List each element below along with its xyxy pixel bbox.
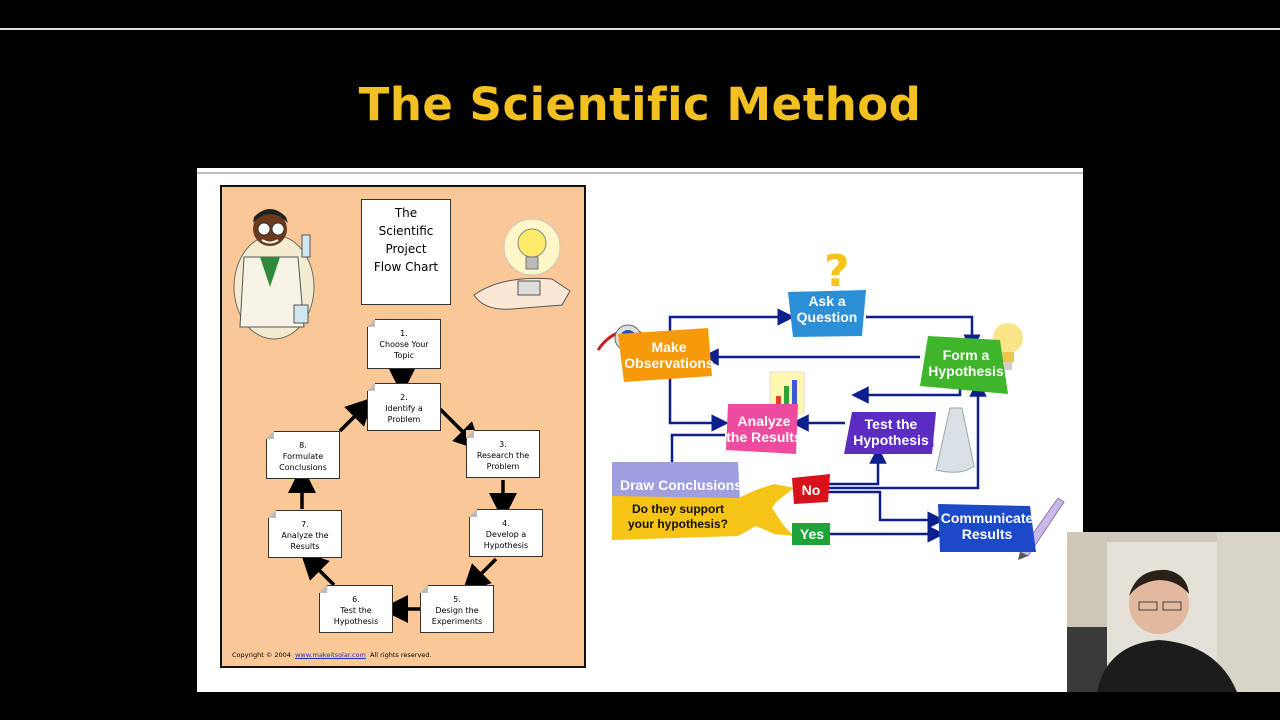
communicate-results-shape [938, 504, 1036, 552]
make-observations-text: Observations [624, 355, 714, 371]
make-observations-text: Make [651, 339, 687, 355]
form-hypothesis-shape [920, 336, 1008, 394]
draw-conclusions-label: Draw Conclusions [620, 477, 743, 493]
communicate-results-text: Results [961, 526, 1013, 542]
step-text: Research the [476, 451, 530, 460]
support-question-text: Do they support [632, 502, 724, 516]
step-text: Results [290, 542, 320, 551]
step-text: Identify a [385, 404, 423, 413]
step-text: Design the [435, 606, 479, 615]
webcam-overlay [1067, 532, 1280, 692]
ask-question-label: Ask a Question [794, 293, 860, 325]
step-text: Hypothesis [483, 541, 529, 550]
step-text: Experiments [431, 617, 483, 626]
scientific-method-diagram: ? [590, 240, 1070, 570]
no-shape [792, 474, 830, 504]
form-hypothesis-text: Form a [942, 347, 990, 363]
form-hypothesis-text: Hypothesis [928, 363, 1004, 379]
draw-conclusions-shape [612, 462, 740, 502]
step-text: Test the [340, 606, 372, 615]
step-number: 3. [499, 440, 507, 449]
step-number: 5. [453, 595, 461, 604]
top-divider [0, 28, 1280, 30]
flow-chart-title-line: Scientific [378, 224, 434, 238]
step-number: 1. [400, 329, 408, 338]
ask-question-shape [788, 290, 866, 337]
flow-chart-title: The Scientific Project Flow Chart [361, 199, 451, 305]
flask-icon [935, 407, 975, 473]
communicate-results-label: Communicate Results [940, 510, 1034, 542]
communicate-results-text: Communicate [940, 510, 1034, 526]
step-number: 8. [299, 441, 307, 450]
makeitsolar-link[interactable]: www.makeitsolar.com [295, 651, 366, 659]
analyze-results-label: Analyze the Results [724, 413, 804, 445]
project-flow-chart: The Scientific Project Flow Chart 1. Cho… [220, 185, 586, 668]
step-analyze-results: 7. Analyze the Results [268, 510, 342, 558]
step-identify-problem: 2. Identify a Problem [367, 383, 441, 431]
flow-chart-title-line: Project [385, 242, 427, 256]
step-text: Choose Your [379, 340, 429, 349]
step-number: 2. [400, 393, 408, 402]
step-formulate-conclusions: 8. Formulate Conclusions [266, 431, 340, 479]
yes-shape [792, 523, 830, 545]
step-number: 4. [502, 519, 510, 528]
flow-chart-art [233, 209, 571, 623]
copyright-suffix: All rights reserved. [370, 651, 432, 659]
no-label: No [801, 482, 821, 498]
support-question-text: your hypothesis? [627, 517, 728, 531]
lightbulb-illustration [473, 218, 571, 310]
test-hypothesis-text: Hypothesis [853, 432, 929, 448]
analyze-results-text: the Results [726, 429, 802, 445]
step-text: Problem [387, 415, 421, 424]
step-develop-hypothesis: 4. Develop a Hypothesis [469, 509, 543, 557]
question-mark-icon: ? [824, 246, 850, 297]
step-design-experiments: 5. Design the Experiments [420, 585, 494, 633]
support-question-label: Do they support your hypothesis? [620, 502, 736, 532]
ask-question-text: Question [796, 309, 858, 325]
step-test-hypothesis: 6. Test the Hypothesis [319, 585, 393, 633]
step-text: Problem [486, 462, 520, 471]
make-observations-label: Make Observations [624, 339, 714, 371]
step-text: Develop a [485, 530, 527, 539]
presenter-video-image [1067, 532, 1280, 692]
test-hypothesis-shape [844, 412, 936, 454]
slide-title: The Scientific Method [358, 78, 922, 131]
step-number: 6. [352, 595, 360, 604]
ask-question-text: Ask a [808, 293, 846, 309]
yes-label: Yes [799, 526, 825, 542]
step-text: Conclusions [279, 463, 327, 472]
test-hypothesis-text: Test the [864, 416, 918, 432]
step-text: Formulate [282, 452, 324, 461]
flow-chart-title-line: Flow Chart [373, 260, 439, 274]
make-observations-shape [618, 328, 712, 382]
form-hypothesis-label: Form a Hypothesis [928, 347, 1004, 379]
copyright-line: Copyright © 2004 www.makeitsolar.com All… [232, 651, 432, 659]
test-hypothesis-label: Test the Hypothesis [848, 416, 934, 448]
step-number: 7. [301, 520, 309, 529]
step-research-problem: 3. Research the Problem [466, 430, 540, 478]
copyright-text: Copyright © 2004 [232, 651, 291, 659]
step-text: Hypothesis [333, 617, 379, 626]
scientist-illustration [233, 209, 315, 340]
flow-chart-title-line: The [394, 206, 418, 220]
support-question-shape [612, 484, 794, 540]
panel-top-line [197, 172, 1083, 174]
step-text: Topic [393, 351, 415, 360]
step-choose-topic: 1. Choose Your Topic [367, 319, 441, 369]
analyze-results-shape [726, 404, 798, 454]
analyze-results-text: Analyze [737, 413, 791, 429]
step-text: Analyze the [281, 531, 329, 540]
diagram-art: ? [596, 246, 1065, 560]
